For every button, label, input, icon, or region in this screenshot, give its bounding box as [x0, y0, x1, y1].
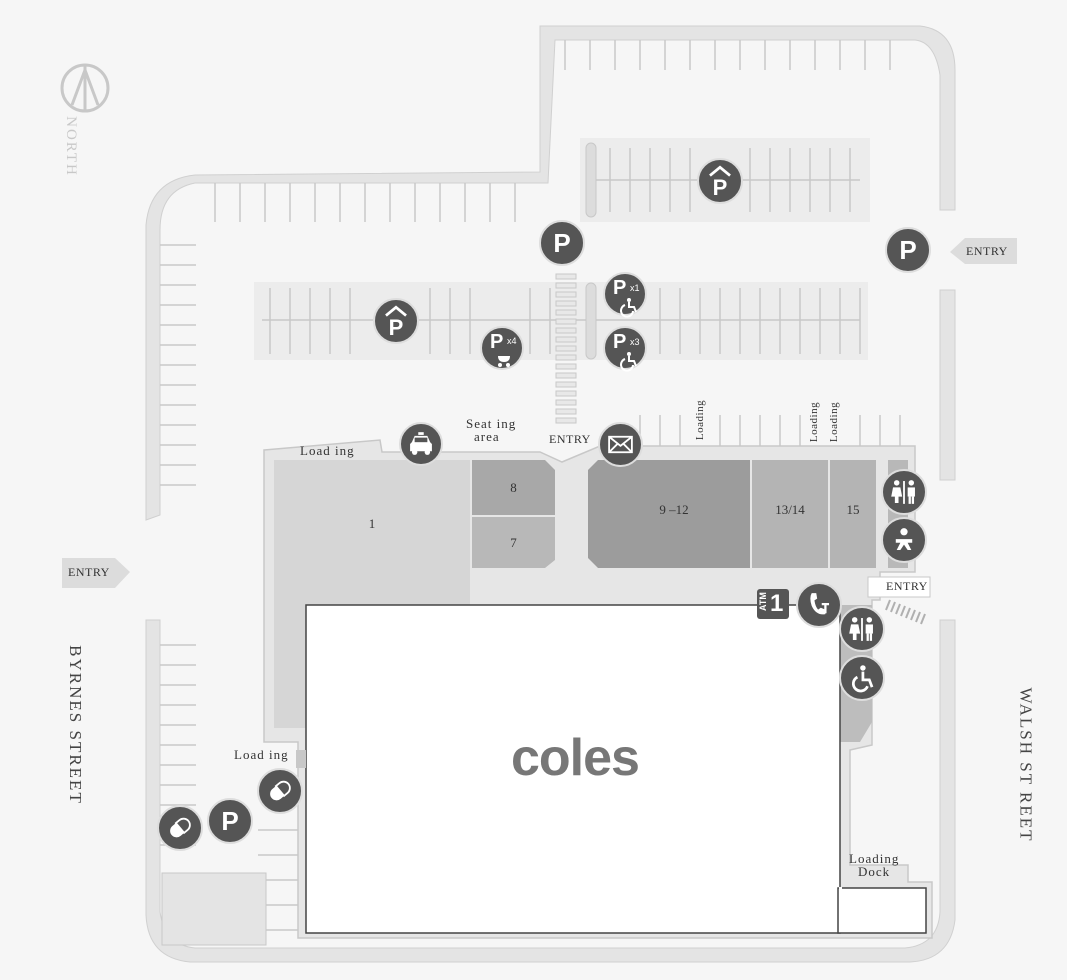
entry-label-east: ENTRY	[966, 244, 1008, 258]
parking-icon[interactable]: P	[885, 227, 931, 273]
toilets-icon[interactable]	[881, 469, 927, 515]
north-label: NORTH	[62, 116, 79, 177]
pill-icon[interactable]	[257, 768, 303, 814]
shop-15[interactable]: 15	[846, 502, 860, 517]
entry-label-right-side: ENTRY	[886, 579, 928, 593]
loading-label-top-left: Load ing	[300, 443, 355, 458]
phone-icon[interactable]	[796, 582, 842, 628]
coles-logo[interactable]: coles	[511, 729, 640, 787]
shop-1[interactable]: 1	[368, 516, 376, 531]
street-name-east: WALSH ST REET	[1016, 687, 1036, 843]
covered-parking-icon[interactable]: P	[697, 158, 743, 204]
loading-dock-label-2: Dock	[858, 864, 891, 879]
shop-8[interactable]: 8	[510, 479, 517, 495]
parking-icon[interactable]: P	[539, 220, 585, 266]
seating-area-label-2: area	[474, 429, 500, 444]
accessible-parking-icon[interactable]: P x1	[603, 272, 647, 318]
entry-label-west: ENTRY	[68, 565, 110, 579]
pill-icon[interactable]	[157, 805, 203, 851]
site-boundary	[145, 25, 956, 521]
mail-icon[interactable]	[598, 422, 643, 467]
taxi-icon[interactable]	[399, 422, 443, 466]
loading-label-bottom-left: Load ing	[234, 747, 289, 762]
loading-label-vertical-3: Loading	[828, 401, 841, 443]
covered-parking-icon[interactable]: P	[373, 298, 419, 344]
parent-parking-icon[interactable]: P x4	[480, 326, 524, 370]
shop-13-14[interactable]: 13/14	[775, 502, 805, 517]
coles-store	[305, 604, 841, 934]
loading-label-vertical-1: Loading	[694, 399, 707, 441]
entry-label-center: ENTRY	[549, 432, 591, 446]
baby-change-icon[interactable]	[881, 517, 927, 563]
wheelchair-icon[interactable]	[839, 655, 885, 701]
loading-dock-label-1: Loading	[849, 851, 900, 866]
shop-9-12[interactable]: 9 –12	[659, 502, 689, 517]
entry-arrow-east	[950, 238, 1017, 264]
seating-area-label-1: Seat ing	[466, 416, 517, 431]
shop-7[interactable]: 7	[510, 534, 517, 550]
north-compass-icon	[60, 63, 110, 113]
street-name-west: BYRNES STREET	[65, 645, 85, 805]
loading-label-vertical-2: Loading	[808, 401, 821, 443]
atm-icon[interactable]: ATM 1	[757, 589, 789, 619]
toilets-icon[interactable]	[839, 606, 885, 652]
entry-arrow-west	[62, 558, 130, 588]
accessible-parking-icon[interactable]: P x3	[603, 326, 647, 372]
parking-bays-top	[564, 40, 891, 70]
parking-icon[interactable]: P	[207, 798, 253, 844]
